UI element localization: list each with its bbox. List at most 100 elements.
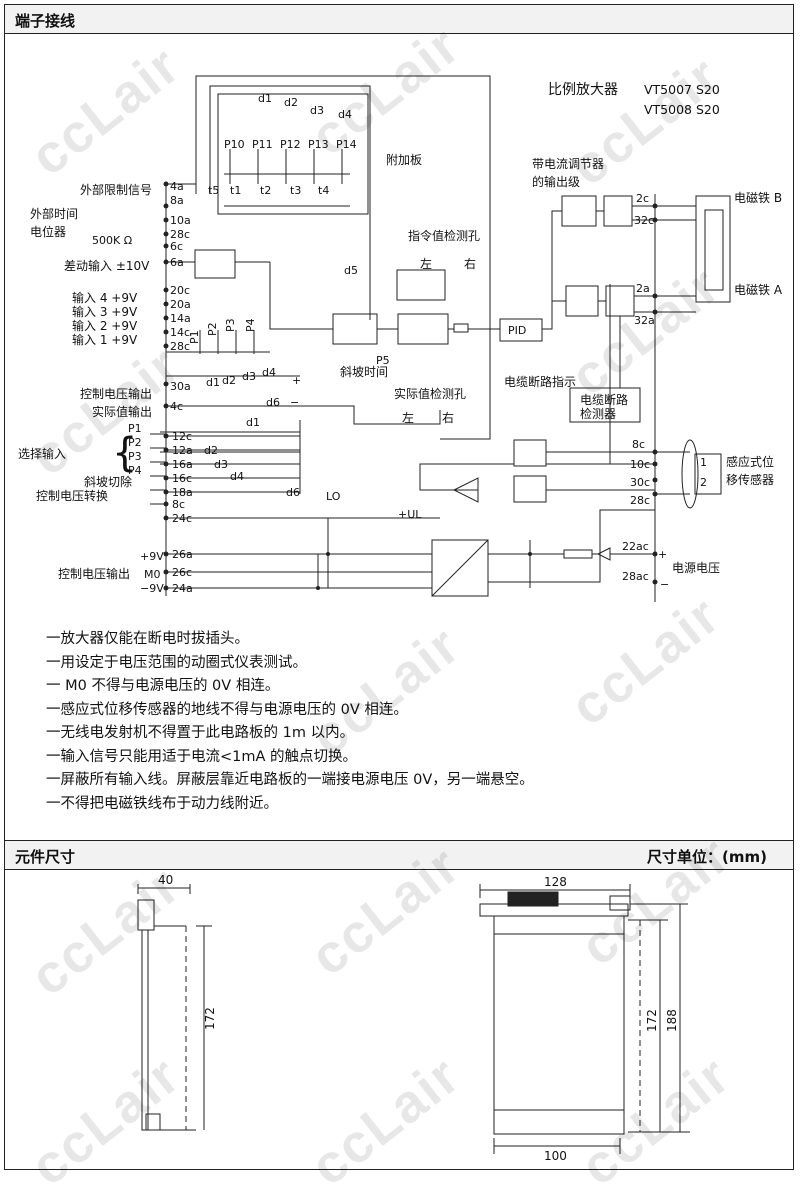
pot-low-p2: P2 <box>206 322 219 336</box>
note-item: 一输入信号只能用适于电流<1mA 的触点切换。 <box>46 748 358 765</box>
term-28c-2: 28c <box>170 340 190 353</box>
label-ramp-cut: 斜坡切除 <box>84 474 132 489</box>
note-item: 一屏蔽所有输入线。屏蔽层靠近电路板的一端接电源电压 0V，另一端悬空。 <box>46 772 534 788</box>
label-sensor-name-2: 移传感器 <box>726 472 774 487</box>
note-item: 一不得把电磁铁线布于动力线附近。 <box>46 795 278 812</box>
pot-low-p1: P1 <box>188 330 201 344</box>
wiring-diagram: 4a 8a 10a 28c 6c 6a 20c 20a 14a 14c 28c … <box>18 75 783 602</box>
label-ext-limit: 外部限制信号 <box>80 182 152 197</box>
term-26a: 26a <box>172 548 193 561</box>
d-right-6b: d6 <box>286 486 300 499</box>
term-r-2a: 2a <box>636 282 650 295</box>
diode-top-d3: d3 <box>310 104 324 117</box>
term-4c: 4c <box>170 400 183 413</box>
pot-top-p13: P13 <box>308 138 329 151</box>
term-r-30c: 30c <box>630 476 650 489</box>
label-diff-input: 差动输入 ±10V <box>64 258 150 273</box>
pot-top-p12: P12 <box>280 138 301 151</box>
dim-side-width: 40 <box>158 873 173 887</box>
label-cable-break-det-1: 电缆断路 <box>580 392 628 407</box>
label-p9v: +9V <box>140 550 164 563</box>
label-pot-value: 500K Ω <box>92 234 132 247</box>
label-act-right: 右 <box>442 410 454 425</box>
switch-t4: t4 <box>318 184 329 197</box>
term-r-2c: 2c <box>636 192 649 205</box>
pot-low-p4: P4 <box>244 318 257 332</box>
select-p4: P4 <box>128 464 142 477</box>
terminal-section-header: 端子接线 <box>4 4 794 34</box>
d-right-5: d5 <box>344 264 358 277</box>
dimension-section-title: 元件尺寸 <box>15 848 76 866</box>
note-item: 一用设定于电压范围的动圈式仪表测试。 <box>46 654 307 671</box>
label-select-input: 选择输入 <box>18 446 66 461</box>
label-input-3: 输入 3 +9V <box>72 304 138 319</box>
term-r-32c: 32c <box>634 214 654 227</box>
term-20c: 20c <box>170 284 190 297</box>
dim-front-height-inner: 172 <box>645 1009 659 1032</box>
dim-side-height: 172 <box>203 1007 217 1030</box>
label-p5: P5 <box>376 354 390 367</box>
dim-front-bottom: 100 <box>544 1149 567 1163</box>
label-minus: − <box>660 578 669 591</box>
label-ctrl-out: 控制电压输出 <box>80 386 152 401</box>
label-lo: LO <box>326 490 341 503</box>
d-low-1: d1 <box>206 376 220 389</box>
term-16a: 16a <box>172 458 193 471</box>
label-attached-board: 附加板 <box>386 153 422 167</box>
label-pid: PID <box>508 324 526 337</box>
note-item: 一 M0 不得与电源电压的 0V 相连。 <box>46 678 280 694</box>
label-cable-break-det-2: 检测器 <box>580 406 616 421</box>
label-cmd-right: 右 <box>464 256 476 271</box>
label-magnet-b: 电磁铁 B <box>734 190 782 205</box>
switch-t3: t3 <box>290 184 301 197</box>
notes-list: 一放大器仅能在断电时拔插头。 一用设定于电压范围的动圈式仪表测试。 一 M0 不… <box>46 628 766 816</box>
term-12c: 12c <box>172 430 192 443</box>
label-sensor-name-1: 感应式位 <box>726 454 774 469</box>
label-ext-pot-1: 外部时间 <box>30 206 78 221</box>
terminal-section-title: 端子接线 <box>15 12 76 30</box>
term-26c: 26c <box>172 566 192 579</box>
select-p1: P1 <box>128 422 142 435</box>
label-ramp-time: 斜坡时间 <box>340 365 388 379</box>
model-code-2: VT5008 S20 <box>644 102 720 117</box>
dim-front-height-outer: 188 <box>665 1009 679 1032</box>
term-6c: 6c <box>170 240 183 253</box>
label-minus-2: − <box>290 396 299 409</box>
pot-top-p10: P10 <box>224 138 245 151</box>
term-r-10c: 10c <box>630 458 650 471</box>
term-12a: 12a <box>172 444 193 457</box>
term-30a: 30a <box>170 380 191 393</box>
select-p3: P3 <box>128 450 142 463</box>
term-8c: 8c <box>172 498 185 511</box>
term-r-28ac: 28ac <box>622 570 649 583</box>
label-cmd-left: 左 <box>420 256 432 271</box>
term-r-22ac: 22ac <box>622 540 649 553</box>
label-plus: + <box>658 548 667 561</box>
term-14c: 14c <box>170 326 190 339</box>
label-actual-test: 实际值检测孔 <box>394 386 466 401</box>
term-r-8c: 8c <box>632 438 645 451</box>
label-supply: 电源电压 <box>672 561 720 575</box>
model-code-1: VT5007 S20 <box>644 82 720 97</box>
note-item: 一放大器仅能在断电时拔插头。 <box>46 631 249 647</box>
d-right-1: d1 <box>246 416 260 429</box>
label-cable-break-ind: 电缆断路指示 <box>504 374 576 389</box>
label-ctrl-switch: 控制电压转换 <box>36 488 108 503</box>
d-right-6: d6 <box>266 396 280 409</box>
select-p2: P2 <box>128 436 142 449</box>
switch-t2: t2 <box>260 184 271 197</box>
term-16c: 16c <box>172 472 192 485</box>
term-28c: 28c <box>170 228 190 241</box>
label-input-1: 输入 1 +9V <box>72 332 138 347</box>
label-m9v: −9V <box>140 582 164 595</box>
term-r-32a: 32a <box>634 314 655 327</box>
dim-front-width: 128 <box>544 875 567 889</box>
term-18a: 18a <box>172 486 193 499</box>
switch-t1: t1 <box>230 184 241 197</box>
label-actual-out: 实际值输出 <box>92 404 152 419</box>
diode-top-d4: d4 <box>338 108 352 121</box>
pot-low-p3: P3 <box>224 318 237 332</box>
diode-top-d2: d2 <box>284 96 298 109</box>
pot-top-p11: P11 <box>252 138 273 151</box>
term-r-28c: 28c <box>630 494 650 507</box>
